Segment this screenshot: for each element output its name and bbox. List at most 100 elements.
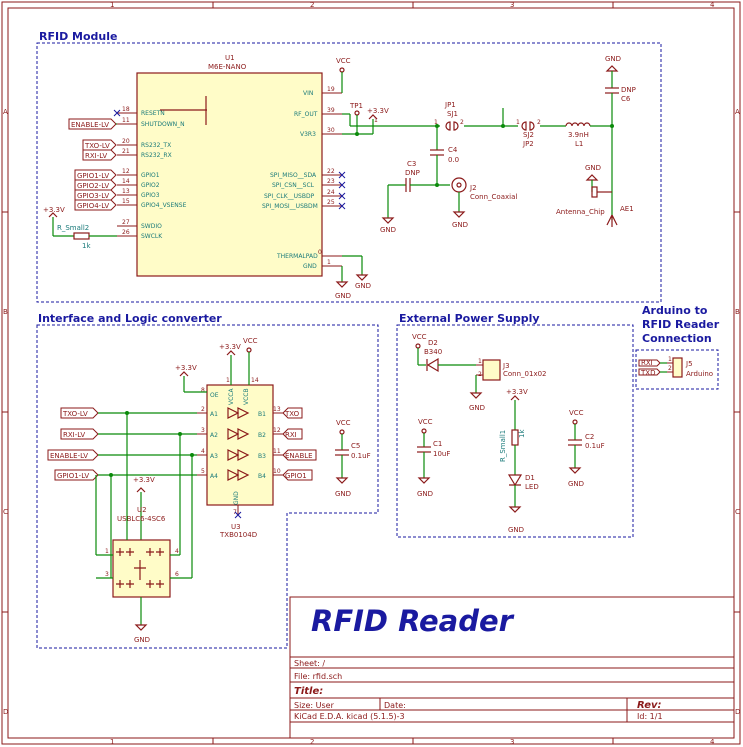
external-power-section: External Power Supply VCC D2 B340 1 2 J3… <box>396 312 634 538</box>
ext-power-title: External Power Supply <box>399 312 540 325</box>
ground-icon <box>508 506 522 513</box>
l1-ref: L1 <box>575 140 583 148</box>
d1-ref: D1 <box>525 474 535 482</box>
power-arrow-icon <box>368 114 378 120</box>
u3-pin-b: B3 <box>258 453 266 460</box>
u1-pin-name: RS232_RX <box>141 152 172 159</box>
id-label: Id: 1/1 <box>637 712 663 721</box>
jp1-pin-1: 1 <box>434 119 438 126</box>
jp2-ref: SJ2 <box>523 131 534 139</box>
label-rxi-lv: RXI-LV <box>63 431 85 439</box>
ground-icon <box>335 477 349 484</box>
esd-diode-icon <box>116 548 164 588</box>
u1-pin-num: 0 <box>318 249 322 256</box>
col-mark-4: 4 <box>710 1 715 9</box>
gnd-label: GND <box>380 226 396 234</box>
r-small1-val: 1k <box>518 429 526 438</box>
file-label: File: rfid.sch <box>294 672 342 681</box>
title-block: RFID Reader Sheet: / File: rfid.sch Titl… <box>289 596 735 739</box>
vcc-label: VCC <box>569 409 584 417</box>
gnd-label: GND <box>469 404 485 412</box>
u1-pin-num: 22 <box>327 168 335 175</box>
label-txo: TXO <box>284 410 300 418</box>
interface-section: Interface and Logic converter OE VCCA VC… <box>36 312 379 649</box>
ground-icon <box>585 174 599 181</box>
c2-val: 0.1uF <box>585 442 605 450</box>
solder-jumper-icon <box>521 121 535 131</box>
ae1-val: Antenna_Chip <box>556 208 605 216</box>
label-txd: TXD <box>640 369 655 377</box>
ground-icon <box>469 392 483 399</box>
vcc-icon <box>421 428 427 434</box>
label-rxi-lv: RXI-LV <box>85 152 107 160</box>
u3-pin-num: 5 <box>201 468 205 475</box>
c4-ref: C4 <box>448 146 458 154</box>
u3-pin-num: 1 <box>226 377 230 384</box>
u3-pin-gnd: GND <box>233 491 240 505</box>
d1-val: LED <box>525 483 539 491</box>
power-3v3-label: +3.3V <box>506 388 528 396</box>
c1-ref: C1 <box>433 440 442 448</box>
power-3v3-label: +3.3V <box>367 107 389 115</box>
gnd-label: GND <box>335 490 351 498</box>
c6-dnp: DNP <box>621 86 636 94</box>
u3-pin-num: 13 <box>273 406 281 413</box>
u3-pin-oe: OE <box>210 392 219 399</box>
power-arrow-icon <box>510 395 520 401</box>
power-arrow-icon <box>179 371 189 377</box>
u2-pin: 6 <box>175 571 179 578</box>
ground-icon <box>605 65 619 72</box>
ground-icon <box>355 274 369 281</box>
u3-pin-num: 8 <box>201 387 205 394</box>
label-txo-lv: TXO-LV <box>84 142 110 150</box>
u3-buffers: A1 A2 A3 A4 B1 B2 B3 B4 <box>210 407 266 481</box>
vcc-label: VCC <box>418 418 433 426</box>
vcc-icon <box>339 67 345 73</box>
diode-icon <box>426 357 439 373</box>
u1-pin-name: SPI_CSN__SCL <box>272 182 315 189</box>
u1-pin-num: 15 <box>122 198 130 205</box>
ground-icon <box>568 467 582 474</box>
j5-pin: 1 <box>668 356 672 363</box>
u3-pin-num: 2 <box>201 406 205 413</box>
row-mark-a: A <box>3 108 8 116</box>
testpoint-icon <box>354 110 360 116</box>
arduino-title-1: Arduino to <box>642 304 708 317</box>
c3-val: DNP <box>405 169 420 177</box>
j5-val: Arduino <box>686 370 713 378</box>
u3-pin-num: 12 <box>273 427 281 434</box>
u2-pin: 1 <box>105 548 109 555</box>
j2-val: Conn_Coaxial <box>470 193 517 201</box>
label-enable: ENABLE <box>285 452 313 460</box>
u1-pin-num: 21 <box>122 148 130 155</box>
l1-value: 3.9nH <box>568 131 589 139</box>
u1-pin-name: SPI_CLK__USBDP <box>264 193 315 200</box>
led-icon <box>507 474 523 487</box>
col-mark-3-bottom: 3 <box>510 738 514 746</box>
label-gpio1: GPIO1 <box>285 472 307 480</box>
power-3v3-label: +3.3V <box>43 206 65 214</box>
u3-pin-a: A3 <box>210 453 218 460</box>
u1-pin-num: 12 <box>122 168 130 175</box>
u3-pin-b: B4 <box>258 473 266 480</box>
gnd-label: GND <box>568 480 584 488</box>
rfid-module-title: RFID Module <box>39 30 117 43</box>
kicad-label: KiCad E.D.A. kicad (5.1.5)-3 <box>294 712 405 721</box>
gnd-label: GND <box>605 55 621 63</box>
jp2-val: JP2 <box>522 140 534 148</box>
r-small2-val: 1k <box>82 242 91 250</box>
gnd-label: GND <box>134 636 150 644</box>
u1-pin-name: SPI_MISO__SDA <box>270 172 317 179</box>
u3-value: TXB0104D <box>219 531 257 539</box>
u2-pin: 4 <box>175 548 179 555</box>
rev-label: Rev: <box>637 700 662 711</box>
u1-pin-name: GPIO4_VSENSE <box>141 202 187 209</box>
u3-pin-a: A2 <box>210 432 218 439</box>
j3-val: Conn_01x02 <box>503 370 547 378</box>
ground-icon <box>452 211 466 218</box>
interface-title: Interface and Logic converter <box>38 312 222 325</box>
main-title: RFID Reader <box>311 604 515 638</box>
u1-pin-name: GND <box>303 263 317 270</box>
